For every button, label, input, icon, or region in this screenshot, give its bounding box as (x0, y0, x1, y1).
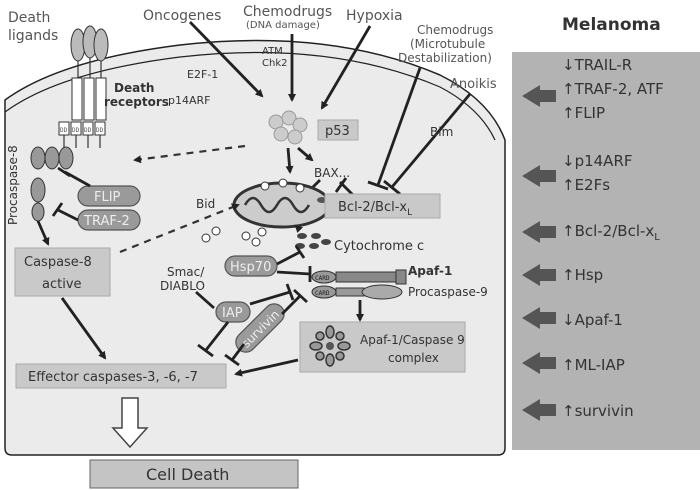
bcl2-label: Bcl-2/Bcl-xL (338, 200, 412, 218)
atm-label: ATM (262, 46, 283, 57)
svg-text:FLIP: FLIP (94, 190, 121, 205)
bim-label: Bim (430, 125, 453, 139)
bid-label: Bid (196, 197, 215, 211)
apaf1-label: Apaf-1 (408, 264, 452, 278)
svg-text:DD: DD (72, 127, 80, 134)
apoptosome-label: Apaf-1/Caspase 9 complex (360, 333, 469, 365)
melanoma-item-mliap-0: ↑ML-IAP (562, 356, 625, 374)
p53-cluster (268, 110, 308, 145)
melanoma-arrow-p14 (522, 165, 556, 187)
melanoma-arrow-mliap (522, 352, 556, 374)
death-ligands-label: Death ligands (8, 10, 58, 44)
hypoxia-label: Hypoxia (346, 8, 403, 24)
melanoma-item-apaf-0: ↓Apaf-1 (562, 311, 623, 329)
hsp70-pill (224, 255, 278, 277)
anoikis-label: Anoikis (450, 77, 497, 92)
cytochrome-c-label: Cytochrome c (334, 239, 424, 254)
apaf1-molecule: CARD (311, 269, 407, 285)
apoptosome-wheel (309, 325, 351, 367)
apoptosome-box (299, 321, 466, 373)
bax-label: BAX... (314, 166, 350, 180)
smac-vesicles (201, 226, 267, 247)
cell-death-label: Cell Death (146, 465, 229, 484)
melanoma-arrow-bcl2 (522, 221, 556, 243)
iap-pill (215, 301, 251, 323)
p53-label: p53 (325, 124, 350, 139)
svg-text:DD: DD (96, 127, 104, 134)
melanoma-panel (512, 52, 700, 450)
melanoma-item-survivin-0: ↑survivin (562, 402, 634, 420)
melanoma-arrow-hsp (522, 264, 556, 286)
melanoma-item-trail-0: ↓TRAIL-R (562, 56, 632, 74)
procaspase8-label: Procaspase-8 (6, 145, 20, 225)
caspase8-active-label: Caspase-8 active (24, 255, 96, 292)
melanoma-item-hsp-0: ↑Hsp (562, 266, 603, 284)
melanoma-arrow-survivin (522, 399, 556, 421)
effector-caspases-label: Effector caspases-3, -6, -7 (28, 370, 198, 385)
mitochondrion (232, 178, 332, 229)
cell-death-box (89, 459, 299, 489)
melanoma-title: Melanoma (562, 15, 661, 35)
melanoma-item-p14-0: ↓p14ARF (562, 152, 633, 170)
effector-caspases-box (15, 363, 227, 389)
bcl2-box (324, 193, 441, 219)
chk2-label: Chk2 (262, 58, 287, 69)
svg-text:DD: DD (60, 127, 68, 134)
svg-text:TRAF-2: TRAF-2 (83, 214, 130, 229)
melanoma-arrow-trail (522, 85, 556, 107)
death-receptors-label: Death receptors (104, 81, 169, 109)
caspase8-active-box (14, 247, 111, 297)
flip-pill (77, 185, 141, 207)
oncogenes-label: Oncogenes (143, 8, 221, 24)
svg-text:CARD: CARD (315, 275, 330, 282)
procaspase8-complex (30, 146, 74, 222)
chemodrugs-microtubule-label: Chemodrugs (Microtubule Destabilization) (398, 23, 497, 65)
e2f1-label: E2F-1 (187, 68, 218, 81)
svg-text:DD: DD (84, 127, 92, 134)
svg-text:IAP: IAP (222, 306, 243, 321)
melanoma-arrow-apaf (522, 307, 556, 329)
procaspase9-label: Procaspase-9 (408, 285, 488, 299)
svg-text:Hsp70: Hsp70 (230, 260, 271, 275)
svg-text:CARD: CARD (315, 290, 330, 297)
melanoma-item-trail-1: ↑TRAF-2, ATF (562, 80, 664, 98)
to-cell-death-arrow (111, 397, 149, 449)
melanoma-item-bcl2-0: ↑Bcl-2/Bcl-xL (562, 222, 660, 243)
p53-box (317, 119, 359, 141)
p14arf-label: p14ARF (168, 94, 210, 107)
death-receptors: DD DD DD DD (58, 25, 109, 148)
smac-label: Smac/ DIABLO (160, 265, 208, 293)
chemodrugs-dna-label: Chemodrugs (DNA damage) (243, 4, 337, 31)
procaspase9-molecule: CARD (311, 284, 403, 300)
melanoma-item-p14-1: ↑E2Fs (562, 176, 610, 194)
melanoma-item-trail-2: ↑FLIP (562, 104, 605, 122)
